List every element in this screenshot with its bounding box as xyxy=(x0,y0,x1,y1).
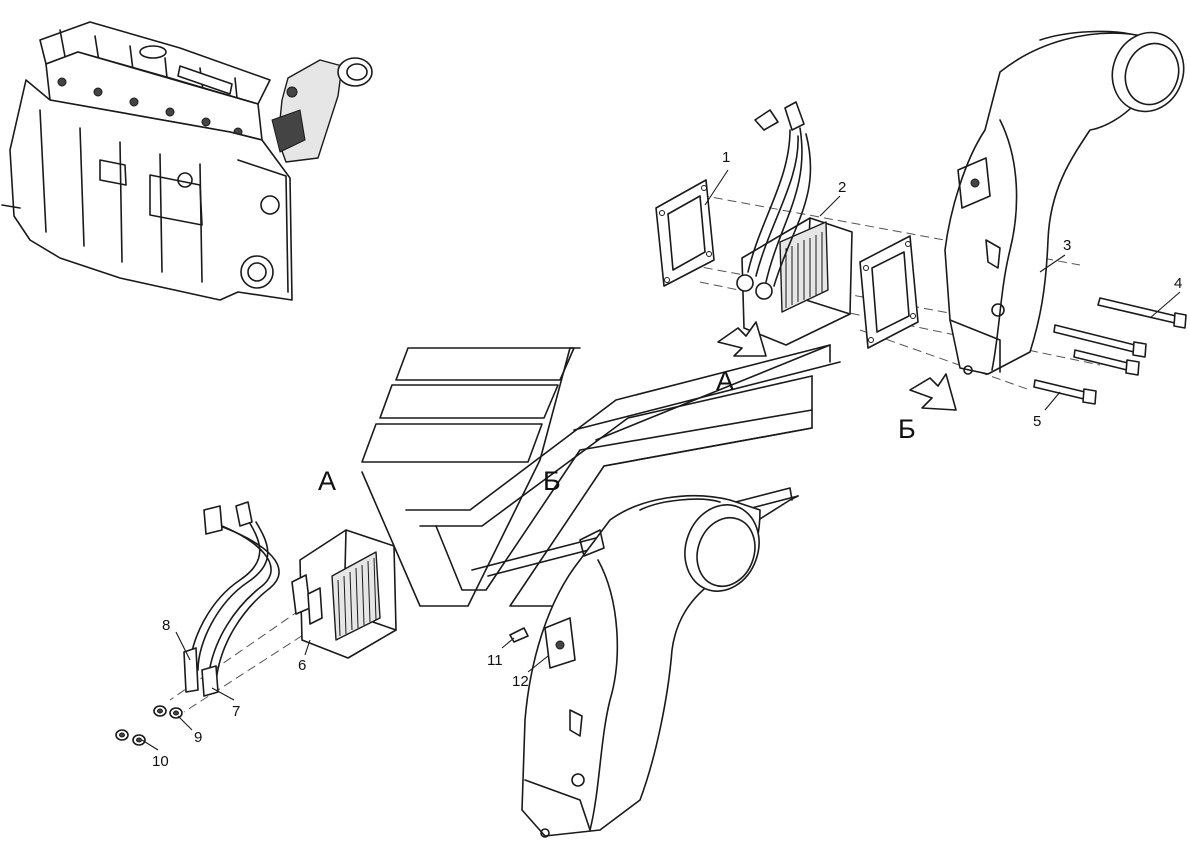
gasket-second xyxy=(859,235,919,349)
callout-3: 3 xyxy=(1063,237,1071,254)
callout-8: 8 xyxy=(162,617,170,634)
sensor-11 xyxy=(509,627,529,643)
heater-assembly-detail xyxy=(115,501,397,746)
callout-1: 1 xyxy=(722,149,730,166)
intake-air-heater-2 xyxy=(736,101,853,346)
callout-4: 4 xyxy=(1174,275,1182,292)
view-label-b-top: Б xyxy=(898,414,916,444)
view-label-b-mid: Б xyxy=(543,466,561,496)
callout-2: 2 xyxy=(838,179,846,196)
callout-11: 11 xyxy=(487,652,503,669)
view-arrow-a xyxy=(717,321,767,357)
view-arrow-b xyxy=(909,373,957,411)
callout-6: 6 xyxy=(298,657,306,674)
engine-block-overview xyxy=(1,21,373,301)
intake-manifold-detail xyxy=(509,495,761,838)
heater-6 xyxy=(291,529,397,659)
intake-manifold-3 xyxy=(944,30,1185,375)
view-label-a-top: А xyxy=(716,366,734,396)
bolt-5 xyxy=(1033,379,1097,405)
callout-10: 10 xyxy=(152,753,169,770)
exploded-assembly-top xyxy=(655,30,1187,411)
callout-12: 12 xyxy=(512,673,529,690)
gasket-1 xyxy=(655,179,715,287)
view-labels: А Б А Б xyxy=(318,366,916,496)
bolts-4 xyxy=(1053,297,1187,376)
washers-10 xyxy=(115,729,146,746)
callout-labels: 1 2 3 4 5 6 7 8 9 10 11 12 xyxy=(152,149,1182,770)
leader-lines xyxy=(141,169,1181,751)
view-label-a-mid: А xyxy=(318,466,336,496)
nuts-9 xyxy=(153,705,183,719)
callout-7: 7 xyxy=(232,703,240,720)
callout-5: 5 xyxy=(1033,413,1041,430)
section-drawing xyxy=(361,344,841,607)
callout-9: 9 xyxy=(194,729,202,746)
